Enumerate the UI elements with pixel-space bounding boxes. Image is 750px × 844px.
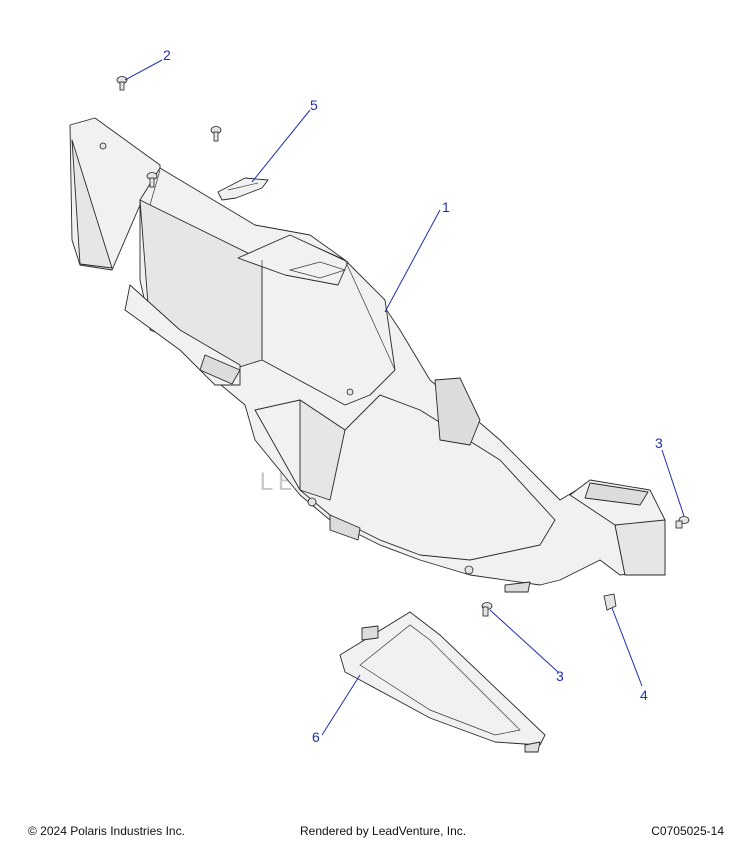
callout-2: 2 <box>163 47 171 63</box>
part-1-dash-panel <box>69 117 666 593</box>
part-5-clip <box>217 177 269 201</box>
callout-1: 1 <box>442 199 450 215</box>
callout-6: 6 <box>312 729 320 745</box>
callout-3-lower: 3 <box>556 668 564 684</box>
callout-5: 5 <box>310 97 318 113</box>
hardware <box>116 76 690 617</box>
diagram-code: C0705025-14 <box>651 824 724 838</box>
callout-3-right: 3 <box>655 435 663 451</box>
part-6-trim-panel <box>339 611 546 753</box>
callout-4: 4 <box>640 687 648 703</box>
leader-lines <box>124 59 685 736</box>
callouts: 1 2 3 3 4 5 6 <box>163 47 663 745</box>
copyright-text: © 2024 Polaris Industries Inc. <box>28 824 185 838</box>
rendered-by-text: Rendered by LeadVenture, Inc. <box>300 824 467 838</box>
